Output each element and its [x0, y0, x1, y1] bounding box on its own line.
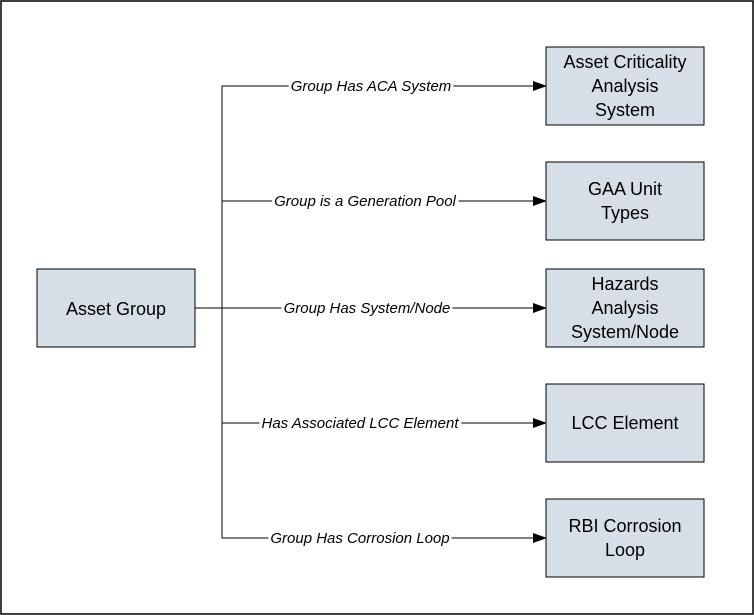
- target-node-label-line: RBI Corrosion: [568, 516, 681, 536]
- relationship-label-bg: [259, 415, 462, 432]
- source-node-label: Asset Group: [66, 299, 166, 319]
- target-node-label-line: Analysis: [591, 298, 658, 318]
- target-node-lcc: LCC Element: [545, 383, 705, 463]
- relationship-label-bg: [288, 78, 454, 95]
- source-node-asset-group: Asset Group: [36, 268, 196, 348]
- relationship-label-rbi: Group Has Corrosion Loop: [270, 530, 449, 547]
- target-node-label-line: Types: [601, 203, 649, 223]
- relationship-label-bg: [272, 193, 459, 210]
- relationship-label-hazards: Group Has System/Node: [284, 300, 451, 317]
- target-node-label-line: GAA Unit: [588, 179, 662, 199]
- target-node-label-line: Hazards: [591, 274, 658, 294]
- relationship-label-aca: Group Has ACA System: [291, 78, 452, 95]
- relationship-label-lcc: Has Associated LCC Element: [261, 415, 459, 432]
- relationship-label-bg: [281, 300, 453, 317]
- target-node-label-line: Loop: [605, 540, 645, 560]
- target-node-label-line: Asset Criticality: [563, 52, 686, 72]
- relationship-label-gaa: Group is a Generation Pool: [274, 193, 456, 210]
- target-node-label-line: Analysis: [591, 76, 658, 96]
- target-node-label-line: System: [595, 100, 655, 120]
- target-node-label-line: System/Node: [571, 322, 679, 342]
- target-node-label-line: LCC Element: [571, 413, 678, 433]
- relationship-label-bg: [268, 530, 452, 547]
